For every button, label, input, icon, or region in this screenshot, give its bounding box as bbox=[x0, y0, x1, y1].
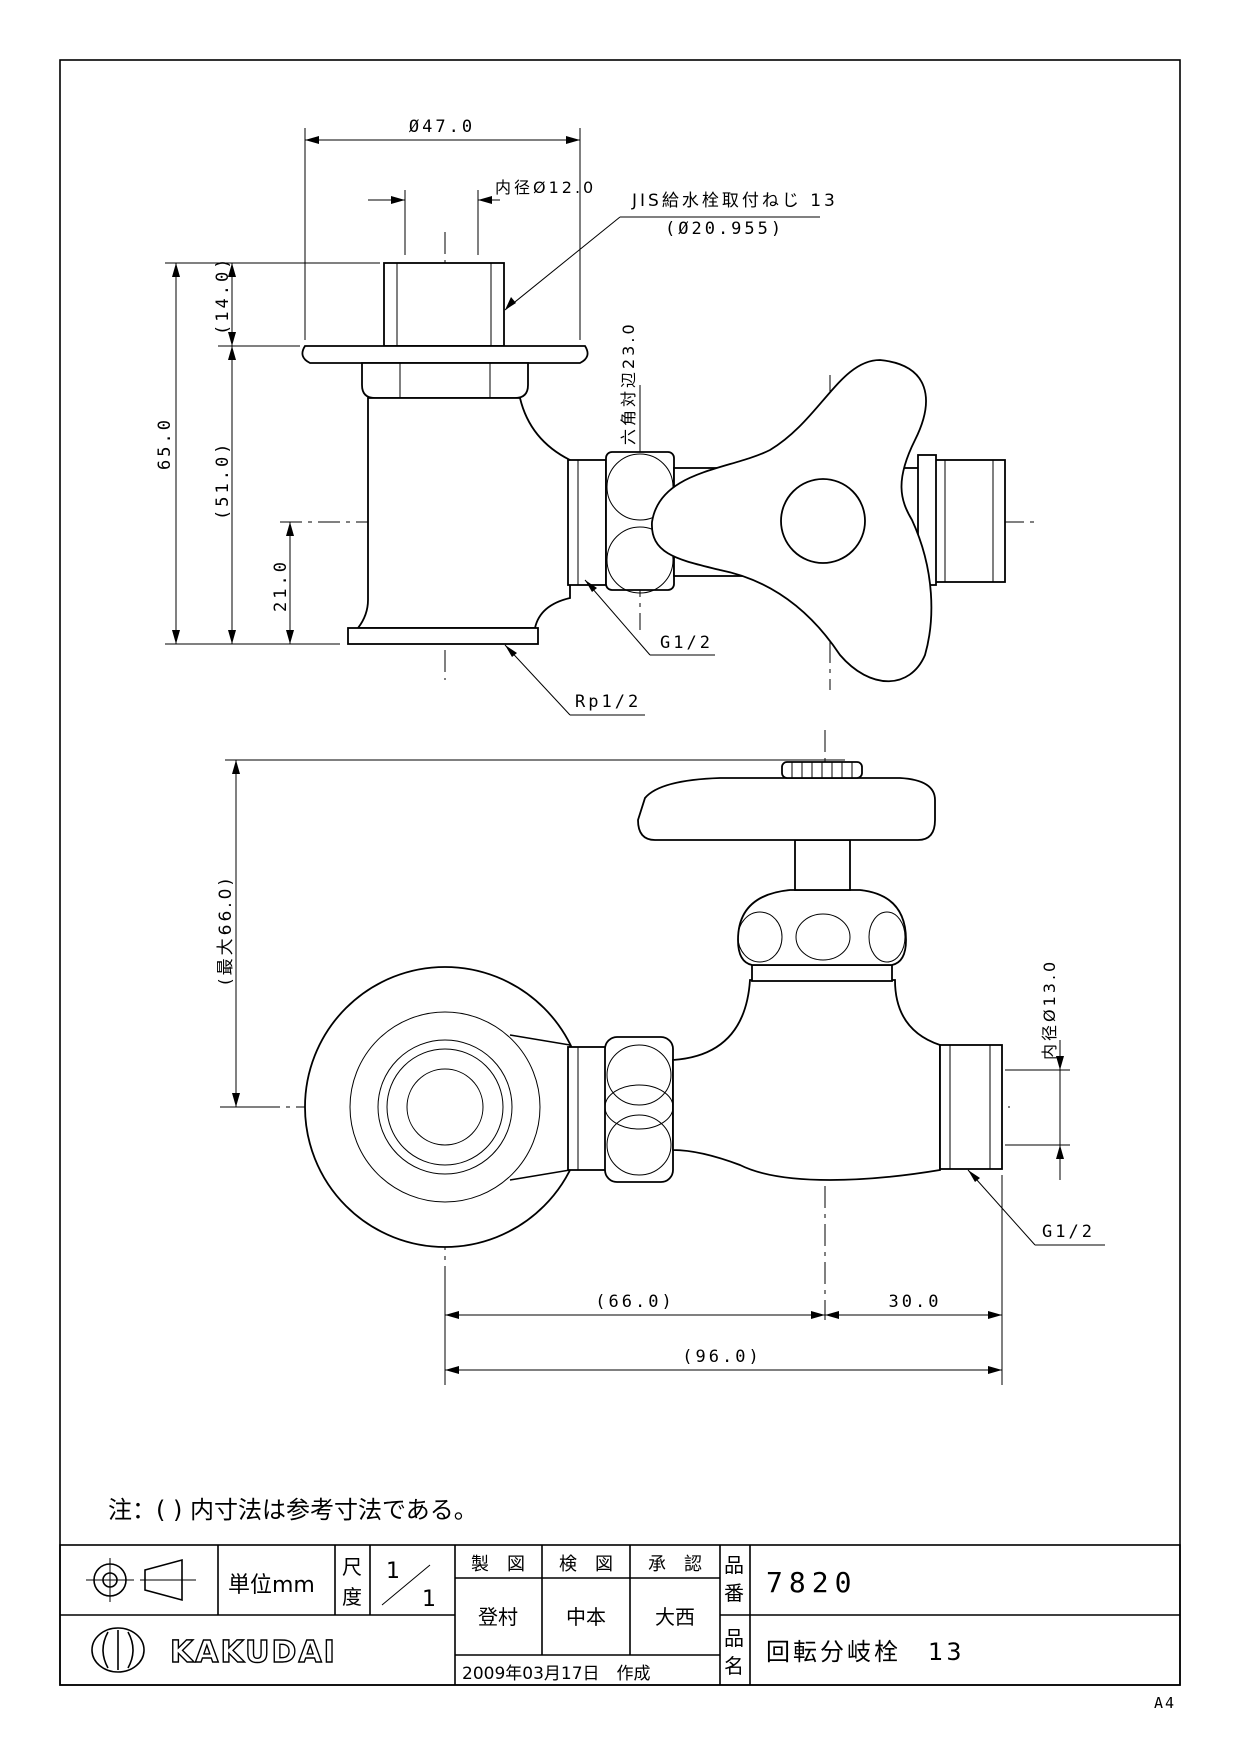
disc-bore bbox=[406, 1068, 484, 1146]
part-name-label-1: 品 bbox=[724, 1626, 744, 1650]
front-hex bbox=[604, 1036, 674, 1183]
dim-inner-dia-outlet: 内径Ø13.0 bbox=[1040, 959, 1059, 1060]
bonnet-ring bbox=[751, 964, 893, 982]
front-body bbox=[672, 979, 941, 1181]
scale-label-2: 度 bbox=[342, 1585, 362, 1609]
top-hex-nut bbox=[361, 362, 529, 399]
dim-inner-dia-top: 内径Ø12.0 bbox=[495, 178, 596, 197]
name-approved: 大西 bbox=[655, 1605, 695, 1629]
scale-label-1: 尺 bbox=[342, 1555, 362, 1579]
disc-ring-1 bbox=[349, 1011, 541, 1203]
scale-denominator: 1 bbox=[422, 1587, 436, 1612]
dim-max-height: (最大66.0) bbox=[216, 876, 236, 985]
union-collar bbox=[567, 459, 607, 586]
dimension-note: 注：( ) 内寸法は参考寸法である。 bbox=[108, 1496, 478, 1524]
col-drawn: 製 図 bbox=[471, 1554, 525, 1575]
top-body bbox=[356, 397, 571, 629]
kakudai-logo: KAKUDAI bbox=[91, 1627, 337, 1673]
top-view: Ø47.0 内径Ø12.0 JIS給水栓取付ねじ 13 (Ø20.955) 六角… bbox=[155, 117, 1040, 716]
part-name: 回転分岐栓 13 bbox=[766, 1638, 965, 1666]
dim-bottom: 21.0 bbox=[271, 559, 291, 612]
dim-top: (14.0) bbox=[213, 256, 233, 335]
thread-note: JIS給水栓取付ねじ 13 bbox=[631, 191, 838, 211]
part-number: 7820 bbox=[766, 1566, 857, 1599]
bottom-flange bbox=[347, 627, 539, 645]
part-no-label-2: 番 bbox=[724, 1581, 744, 1605]
name-drawn: 登村 bbox=[478, 1605, 518, 1629]
part-name-label-2: 名 bbox=[724, 1654, 744, 1678]
front-view: (最大66.0) 内径Ø13.0 G1/2 (66.0) 30.0 (96.0) bbox=[216, 730, 1105, 1385]
disc-ring-2 bbox=[377, 1039, 513, 1175]
scale-numerator: 1 bbox=[386, 1559, 400, 1584]
bonnet bbox=[737, 889, 907, 966]
front-handle bbox=[637, 777, 936, 841]
hex-face-lower bbox=[606, 526, 674, 594]
dim-total-height: 65.0 bbox=[155, 417, 175, 470]
top-flange bbox=[301, 345, 589, 364]
label-g12-front: G1/2 bbox=[1042, 1222, 1095, 1242]
brand-name: KAKUDAI bbox=[170, 1635, 337, 1670]
dim-hex: 六角対辺23.0 bbox=[619, 321, 638, 445]
title-block: 単位mm 尺 度 1 1 製 図 検 図 承 認 登村 中本 大西 2009年0… bbox=[59, 1544, 1181, 1686]
top-thread bbox=[383, 262, 505, 347]
part-no-label-1: 品 bbox=[724, 1553, 744, 1577]
swivel-disc bbox=[304, 966, 586, 1248]
dim-30: 30.0 bbox=[889, 1292, 942, 1312]
dim-mid: (51.0) bbox=[213, 441, 233, 520]
spindle bbox=[794, 839, 851, 891]
col-checked: 検 図 bbox=[559, 1554, 613, 1575]
label-g12-top: G1/2 bbox=[660, 633, 713, 653]
dim-96: (96.0) bbox=[682, 1347, 761, 1367]
col-approved: 承 認 bbox=[648, 1554, 702, 1575]
dim-outer-dia: Ø47.0 bbox=[409, 117, 475, 137]
name-checked: 中本 bbox=[566, 1605, 606, 1629]
thread-note-sub: (Ø20.955) bbox=[665, 219, 784, 239]
dim-66: (66.0) bbox=[595, 1292, 674, 1312]
front-union-collar bbox=[567, 1046, 607, 1171]
label-rp12: Rp1/2 bbox=[575, 692, 641, 712]
handle-hub bbox=[780, 478, 866, 564]
paper-size: A4 bbox=[1154, 1694, 1176, 1712]
third-angle-projection-icon bbox=[86, 1558, 196, 1602]
front-outlet-thread bbox=[939, 1044, 1003, 1170]
unit-label: 単位mm bbox=[228, 1573, 315, 1598]
drawing-date: 2009年03月17日 作成 bbox=[462, 1664, 651, 1684]
